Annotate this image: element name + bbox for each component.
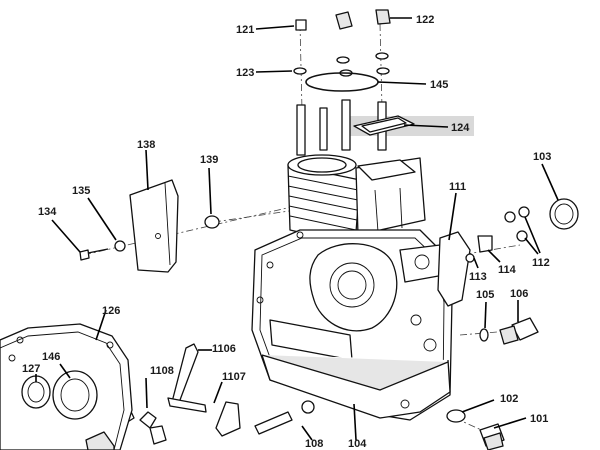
label-138: 138 — [137, 139, 155, 151]
label-139: 139 — [200, 154, 218, 166]
crankcase-104 — [251, 229, 453, 421]
label-114: 114 — [498, 264, 517, 276]
head-bolts — [296, 99, 387, 156]
gasket-124 — [353, 115, 415, 136]
label-106: 106 — [510, 288, 528, 300]
label-127: 127 — [22, 363, 40, 375]
label-1108: 1108 — [150, 365, 174, 377]
label-1107: 1107 — [222, 371, 246, 383]
label-104: 104 — [348, 438, 367, 450]
part-labels: 121 122 123 145 124 138 139 135 134 111 … — [22, 14, 551, 450]
governor-linkage — [117, 343, 241, 445]
plug-139 — [204, 215, 220, 229]
washer-135 — [114, 240, 126, 252]
label-126: 126 — [102, 305, 120, 317]
label-122: 122 — [416, 14, 434, 26]
nuts-112 — [504, 206, 530, 242]
label-108: 108 — [305, 438, 323, 450]
label-101: 101 — [530, 413, 548, 425]
cover-126 — [0, 323, 133, 450]
washer-102 — [446, 409, 466, 423]
nut-113 — [465, 253, 475, 263]
label-111: 111 — [449, 181, 466, 193]
label-145: 145 — [430, 79, 448, 91]
seal-103 — [549, 198, 579, 230]
label-134: 134 — [38, 206, 57, 218]
breather-plate-111 — [437, 231, 471, 307]
bracket-114 — [477, 235, 493, 253]
label-102: 102 — [500, 393, 518, 405]
top-nuts — [293, 9, 391, 77]
shroud-138 — [129, 179, 179, 273]
label-113: 113 — [469, 271, 487, 283]
label-112: 112 — [532, 257, 550, 269]
washer-105 — [479, 328, 489, 342]
label-146: 146 — [42, 351, 60, 363]
cylinder-block — [287, 154, 426, 246]
label-135: 135 — [72, 185, 90, 197]
label-124: 124 — [451, 122, 470, 134]
label-103: 103 — [533, 151, 551, 163]
pin-108 — [254, 411, 293, 435]
leader-lines — [35, 17, 559, 441]
bolt-134 — [79, 248, 109, 261]
label-1106: 1106 — [212, 343, 236, 355]
label-121: 121 — [236, 24, 254, 36]
sensor-106 — [499, 317, 539, 345]
label-123: 123 — [236, 67, 254, 79]
label-105: 105 — [476, 289, 494, 301]
plug-101 — [479, 423, 505, 450]
